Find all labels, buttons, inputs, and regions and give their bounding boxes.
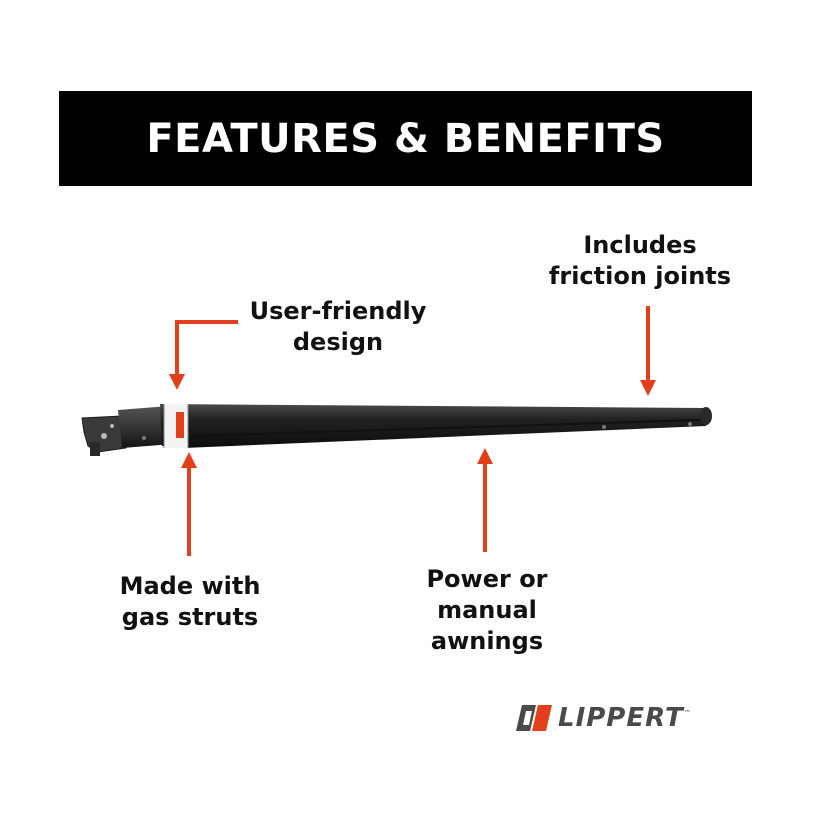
callout-arrow-icon bbox=[640, 306, 656, 396]
callout-friction-joints: Includes friction joints bbox=[548, 231, 732, 290]
page-title: FEATURES & BENEFITS bbox=[146, 115, 665, 162]
arm-main-tube bbox=[160, 404, 710, 448]
header-banner: FEATURES & BENEFITS bbox=[59, 91, 752, 186]
callout-arrow-icon bbox=[169, 320, 238, 390]
callout-power-manual: Power or manual awnings bbox=[426, 565, 548, 655]
callout-arrow-icon bbox=[477, 448, 493, 552]
callout-arrow-icon bbox=[181, 452, 197, 556]
callout-user-friendly: User-friendly design bbox=[249, 297, 427, 356]
arm-inner-tube bbox=[118, 406, 172, 448]
lippert-logo-mark-icon bbox=[516, 705, 552, 731]
awning-arm-image bbox=[81, 404, 712, 456]
trademark-symbol: ™ bbox=[683, 709, 691, 717]
callout-gas-struts: Made with gas struts bbox=[119, 572, 261, 631]
brand-name: LIPPERT bbox=[558, 703, 684, 733]
lippert-logo: LIPPERT ™ bbox=[516, 703, 691, 733]
